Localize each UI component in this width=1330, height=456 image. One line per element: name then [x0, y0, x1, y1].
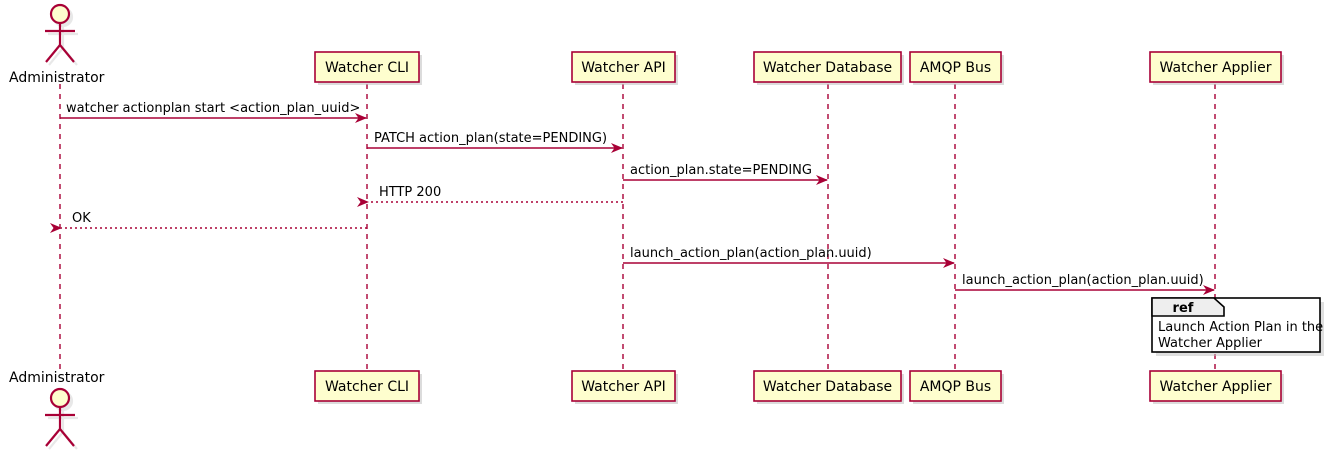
message-0[interactable]: watcher actionplan start <action_plan_uu… [60, 101, 367, 123]
participants-layer: Watcher CLI Watcher CLI Watcher API Watcher… [314, 51, 1284, 404]
messages-layer: watcher actionplan start <action_plan_uu… [50, 101, 1215, 295]
actor-leg-left [45, 428, 61, 447]
message-label: PATCH action_plan(state=PENDING) [374, 131, 607, 146]
participant-box-watcher-database-top[interactable]: Watcher Database [753, 51, 904, 85]
participant-box-rect [571, 51, 676, 83]
lifelines-layer [59, 84, 1216, 372]
actor-label: Administrator [9, 70, 105, 86]
message-3[interactable]: HTTP 200 [357, 185, 623, 207]
participant-box-rect [314, 51, 420, 83]
participant-box-amqp-bus-bottom[interactable]: AMQP Bus [909, 370, 1004, 404]
participant-box-rect [571, 370, 676, 402]
participant-box-amqp-bus-top[interactable]: AMQP Bus [909, 51, 1004, 85]
message-label: launch_action_plan(action_plan.uuid) [630, 246, 872, 261]
participant-box-watcher-applier-top[interactable]: Watcher Applier [1149, 51, 1284, 85]
participant-label: AMQP Bus [920, 60, 991, 76]
participant-label: Watcher API [581, 379, 666, 395]
message-2[interactable]: action_plan.state=PENDING [623, 163, 828, 185]
actor-figure [45, 3, 75, 63]
participant-box-rect [1149, 370, 1282, 402]
participant-box-watcher-cli-top[interactable]: Watcher CLI [314, 51, 422, 85]
participant-label: Watcher API [581, 60, 666, 76]
actor-administrator-bottom[interactable]: Administrator [9, 370, 105, 450]
ref-tab [1151, 297, 1225, 317]
message-label: HTTP 200 [379, 185, 441, 200]
participant-box-watcher-api-bottom[interactable]: Watcher API [571, 370, 678, 404]
participant-box-rect [909, 51, 1002, 83]
message-6[interactable]: launch_action_plan(action_plan.uuid) [955, 273, 1215, 295]
actor-leg-left [45, 44, 61, 63]
ref-tab-label: ref [1173, 301, 1194, 316]
message-label: watcher actionplan start <action_plan_uu… [66, 101, 360, 116]
ref-body-line: Launch Action Plan in the [1158, 320, 1323, 335]
message-4[interactable]: OK [50, 211, 367, 233]
participant-label: Watcher Database [763, 60, 892, 76]
participant-box-watcher-database-bottom[interactable]: Watcher Database [753, 370, 904, 404]
actor-leg-right [59, 44, 75, 63]
message-5[interactable]: launch_action_plan(action_plan.uuid) [623, 246, 955, 268]
actor-leg-left [48, 47, 64, 66]
participant-box-rect [753, 51, 902, 83]
actor-figure [45, 387, 75, 447]
actor-head [49, 3, 71, 25]
message-label: action_plan.state=PENDING [630, 163, 812, 178]
participant-box-rect [1149, 51, 1282, 83]
participant-label: Watcher CLI [325, 60, 409, 76]
message-label: OK [72, 211, 91, 226]
participant-label: Watcher CLI [325, 379, 409, 395]
participant-label: Watcher Applier [1160, 60, 1272, 76]
ref-body-line: Watcher Applier [1158, 336, 1263, 351]
participant-box-rect [753, 370, 902, 402]
message-1[interactable]: PATCH action_plan(state=PENDING) [367, 131, 623, 153]
participant-label: AMQP Bus [920, 379, 991, 395]
message-label: launch_action_plan(action_plan.uuid) [962, 273, 1204, 288]
actor-leg-left [48, 431, 64, 450]
participant-box-rect [314, 370, 420, 402]
actor-label: Administrator [9, 370, 105, 386]
participant-box-watcher-cli-bottom[interactable]: Watcher CLI [314, 370, 422, 404]
participant-box-watcher-applier-bottom[interactable]: Watcher Applier [1149, 370, 1284, 404]
actor-head [49, 387, 71, 409]
participant-label: Watcher Database [763, 379, 892, 395]
actor-leg-right [59, 428, 75, 447]
actor-administrator-top[interactable]: Administrator [9, 3, 105, 86]
participant-label: Watcher Applier [1160, 379, 1272, 395]
participant-box-rect [909, 370, 1002, 402]
participant-box-watcher-api-top[interactable]: Watcher API [571, 51, 678, 85]
